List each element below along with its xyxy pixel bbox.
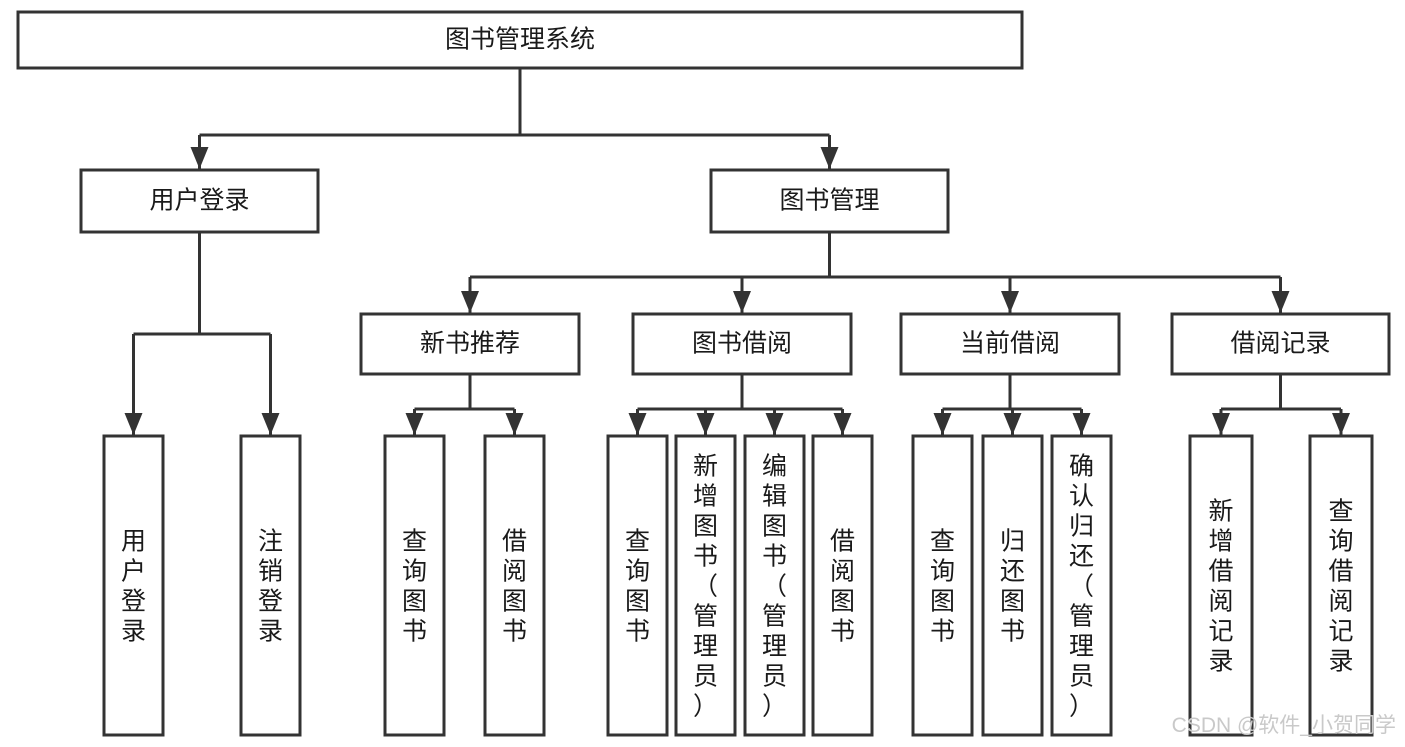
node-level3-0-rect bbox=[359, 312, 581, 376]
arrowhead-1-leaf-2 bbox=[765, 413, 784, 435]
node-level2-0[interactable]: 用户登录 bbox=[79, 168, 320, 234]
node-leaf-2-rect bbox=[383, 434, 446, 737]
node-leaf-1-label: 注销登录 bbox=[258, 528, 283, 646]
node-leaf-10-label: 确认归还（管理员） bbox=[1069, 453, 1094, 721]
node-leaf-10-rect bbox=[1050, 434, 1113, 737]
node-level3-2-rect bbox=[899, 312, 1121, 376]
node-level3-0-label: 新书推荐 bbox=[420, 330, 520, 358]
node-leaf-5-label: 新增图书（管理员） bbox=[693, 453, 718, 721]
arrowhead-2-leaf-1 bbox=[1003, 413, 1022, 435]
arrowhead-1-leaf-0 bbox=[628, 413, 647, 435]
arrowhead-root-to-level2-1 bbox=[820, 147, 839, 169]
node-leaf-12-label: 查询借阅记录 bbox=[1328, 498, 1353, 676]
node-leaf-4[interactable]: 查询图书 bbox=[606, 434, 669, 737]
arrowhead-root-to-level2-0 bbox=[190, 147, 209, 169]
node-level2-1-rect bbox=[709, 168, 950, 234]
node-leaf-7-label: 借阅图书 bbox=[830, 528, 855, 646]
node-level3-2[interactable]: 当前借阅 bbox=[899, 312, 1121, 376]
node-level2-0-label: 用户登录 bbox=[149, 187, 249, 215]
arrowhead-1-leaf-3 bbox=[833, 413, 852, 435]
node-leaf-1-rect bbox=[239, 434, 302, 737]
node-leaf-11-rect bbox=[1188, 434, 1254, 737]
arrowhead-2-leaf-0 bbox=[933, 413, 952, 435]
node-leaf-4-label: 查询图书 bbox=[625, 528, 650, 646]
node-leaf-4-rect bbox=[606, 434, 669, 737]
node-leaf-12-rect bbox=[1308, 434, 1374, 737]
node-leaf-5-rect bbox=[674, 434, 737, 737]
node-leaf-3-label: 借阅图书 bbox=[502, 528, 527, 646]
arrowhead-level3-0 bbox=[461, 291, 479, 313]
node-leaf-8-label: 查询图书 bbox=[930, 528, 955, 646]
arrowhead-level3-1 bbox=[733, 291, 751, 313]
arrowhead-0-leaf-0 bbox=[405, 413, 424, 435]
node-level3-1-label: 图书借阅 bbox=[692, 330, 792, 358]
arrowhead-level3-3 bbox=[1271, 291, 1290, 313]
node-leaf-8[interactable]: 查询图书 bbox=[911, 434, 974, 737]
node-leaf-11-label: 新增借阅记录 bbox=[1208, 498, 1233, 676]
arrowhead-2-leaf-2 bbox=[1072, 413, 1091, 435]
node-level3-1[interactable]: 图书借阅 bbox=[631, 312, 853, 376]
node-leaf-6-label: 编辑图书（管理员） bbox=[762, 453, 787, 721]
arrowhead-level3-2 bbox=[1001, 291, 1019, 313]
node-layer: 图书管理系统用户登录图书管理新书推荐图书借阅当前借阅借阅记录用户登录注销登录查询… bbox=[16, 10, 1391, 737]
node-leaf-0-label: 用户登录 bbox=[121, 528, 146, 646]
node-leaf-9[interactable]: 归还图书 bbox=[981, 434, 1044, 737]
node-leaf-8-rect bbox=[911, 434, 974, 737]
node-leaf-6[interactable]: 编辑图书（管理员） bbox=[743, 434, 806, 737]
node-leaf-3-rect bbox=[483, 434, 546, 737]
arrowhead-1-leaf-1 bbox=[696, 413, 715, 435]
node-level3-3-label: 借阅记录 bbox=[1230, 330, 1330, 358]
node-level2-1-label: 图书管理 bbox=[779, 187, 879, 215]
node-level3-1-rect bbox=[631, 312, 853, 376]
node-leaf-11[interactable]: 新增借阅记录 bbox=[1188, 434, 1254, 737]
node-leaf-2-label: 查询图书 bbox=[402, 528, 427, 646]
node-root[interactable]: 图书管理系统 bbox=[16, 10, 1024, 70]
node-leaf-9-label: 归还图书 bbox=[1000, 528, 1025, 646]
node-leaf-7-rect bbox=[811, 434, 874, 737]
arrowhead-user-login-leaf-0 bbox=[124, 413, 143, 435]
node-leaf-7[interactable]: 借阅图书 bbox=[811, 434, 874, 737]
node-root-label: 图书管理系统 bbox=[445, 26, 595, 54]
arrowhead-3-leaf-1 bbox=[1332, 413, 1350, 435]
node-leaf-0-rect bbox=[102, 434, 165, 737]
node-level3-0[interactable]: 新书推荐 bbox=[359, 312, 581, 376]
arrowhead-3-leaf-0 bbox=[1212, 413, 1230, 435]
node-level2-0-rect bbox=[79, 168, 320, 234]
node-level3-2-label: 当前借阅 bbox=[960, 330, 1060, 358]
arrowhead-0-leaf-1 bbox=[505, 413, 524, 435]
watermark-label: CSDN @软件_小贺同学 bbox=[1172, 714, 1396, 737]
node-root-rect bbox=[16, 10, 1024, 70]
connector-layer bbox=[124, 68, 1350, 435]
node-level3-3-rect bbox=[1170, 312, 1391, 376]
node-leaf-3[interactable]: 借阅图书 bbox=[483, 434, 546, 737]
node-level2-1[interactable]: 图书管理 bbox=[709, 168, 950, 234]
node-leaf-6-rect bbox=[743, 434, 806, 737]
node-leaf-10[interactable]: 确认归还（管理员） bbox=[1050, 434, 1113, 737]
node-leaf-2[interactable]: 查询图书 bbox=[383, 434, 446, 737]
node-leaf-9-rect bbox=[981, 434, 1044, 737]
node-leaf-5[interactable]: 新增图书（管理员） bbox=[674, 434, 737, 737]
arrowhead-user-login-leaf-1 bbox=[261, 413, 280, 435]
node-leaf-12[interactable]: 查询借阅记录 bbox=[1308, 434, 1374, 737]
node-leaf-0[interactable]: 用户登录 bbox=[102, 434, 165, 737]
node-leaf-1[interactable]: 注销登录 bbox=[239, 434, 302, 737]
node-level3-3[interactable]: 借阅记录 bbox=[1170, 312, 1391, 376]
